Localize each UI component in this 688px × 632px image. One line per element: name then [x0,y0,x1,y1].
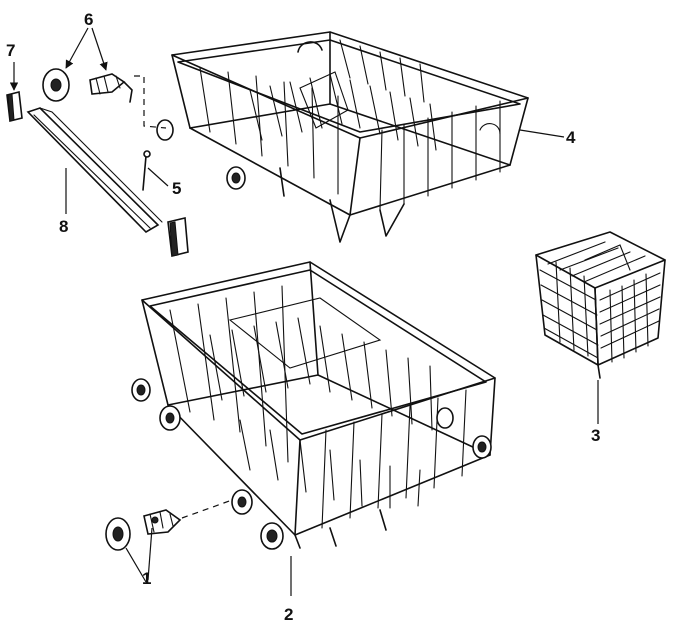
callout-4: 4 [566,128,576,147]
lower-rack [131,261,496,550]
rail-end-cap [167,217,189,257]
callout-3: 3 [591,426,600,445]
part-7-clip [6,91,23,122]
part-5-pin [142,150,151,191]
part-6-wheel-assembly [42,68,133,103]
part-8-rail [26,107,163,234]
silverware-basket [535,231,666,379]
leader-lines [9,27,599,596]
assembly-dash-line-upper [134,75,167,129]
callout-8: 8 [59,217,68,236]
callout-6: 6 [84,10,93,29]
upper-rack [156,31,529,243]
callout-5: 5 [172,179,181,198]
callout-7: 7 [6,41,15,60]
assembly-dash-line-lower [181,499,233,519]
callout-2: 2 [284,605,293,624]
part-1-wheel-assembly [105,509,182,551]
callout-1: 1 [142,569,151,588]
